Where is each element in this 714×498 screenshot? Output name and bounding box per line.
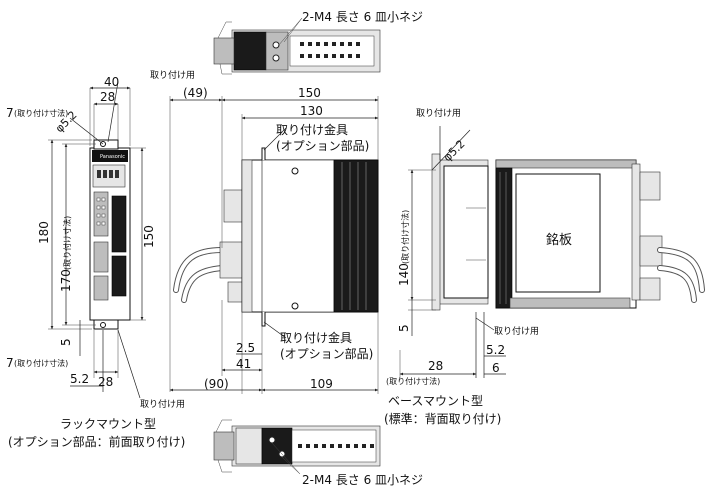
- rack-dim-5-2: 5.2: [70, 372, 89, 386]
- side-dim-90: (90): [204, 377, 229, 391]
- rack-dim-180: 180: [37, 221, 51, 244]
- brand-plate: [92, 150, 128, 162]
- rack-mount-subtitle: (オプション部品：前面取り付け): [8, 434, 185, 449]
- brand-label: Panasonic: [100, 154, 125, 160]
- rack-dim-28-bottom: 28: [98, 375, 113, 389]
- base-mount-back-view: [495, 159, 705, 309]
- side-bracket-bottom-1: 取り付け金具: [280, 330, 352, 345]
- rack-mount-front-view: [89, 139, 131, 330]
- rack-dim-5: 5: [59, 338, 73, 346]
- base-mount-subtitle: (標準：背面取り付け): [384, 411, 501, 426]
- side-dim-2-5: 2.5: [236, 341, 255, 355]
- side-view: [173, 147, 379, 327]
- side-dim-49: (49): [183, 86, 208, 100]
- rack-mount-title: ラックマウント型: [60, 417, 156, 431]
- top-view: [213, 17, 381, 75]
- rack-dim-7-bottom-note: (取り付け寸法): [14, 358, 68, 368]
- base-dim-28: 28: [428, 359, 443, 373]
- base-dim-5-2: 5.2: [486, 343, 505, 357]
- base-mount-label-bottom: 取り付け用: [494, 326, 539, 337]
- rack-dim-170: 170: [59, 269, 73, 292]
- base-mount-side-view: [431, 153, 489, 311]
- rack-dim-40: 40: [104, 75, 119, 89]
- bottom-view: [213, 419, 381, 475]
- side-bracket-bottom-2: (オプション部品): [280, 346, 373, 361]
- bottom-screw-callout: 2-M4 長さ 6 皿小ネジ: [302, 473, 423, 487]
- rack-dim-28-top: 28: [100, 90, 115, 104]
- rack-mount-label-top: 取り付け用: [150, 70, 195, 81]
- rack-mount-label-bottom: 取り付け用: [140, 399, 185, 410]
- side-dim-130: 130: [300, 104, 323, 118]
- side-bracket-top-1: 取り付け金具: [276, 122, 348, 137]
- base-dim-140: 140: [397, 263, 411, 286]
- base-dim-5: 5: [397, 324, 411, 332]
- rack-dim-150: 150: [142, 225, 156, 248]
- base-dim-140-note: (取り付け寸法): [400, 210, 410, 264]
- side-dim-109: 109: [310, 377, 333, 391]
- rack-dim-7-top-note: (取り付け寸法): [14, 108, 68, 118]
- base-mount-label-top: 取り付け用: [416, 108, 461, 119]
- rack-dim-170-note: (取り付け寸法): [62, 216, 72, 270]
- rack-dim-7-top: 7: [6, 106, 14, 120]
- side-dim-150: 150: [298, 86, 321, 100]
- base-dim-6: 6: [492, 361, 500, 375]
- side-bracket-top-2: (オプション部品): [276, 138, 369, 153]
- base-dim-28-note: (取り付け寸法): [386, 376, 440, 386]
- rack-dim-7-bottom: 7: [6, 356, 14, 370]
- side-dim-41: 41: [236, 357, 251, 371]
- top-screw-callout: 2-M4 長さ 6 皿小ネジ: [302, 10, 423, 24]
- base-mount-title: ベースマウント型: [388, 394, 483, 408]
- nameplate-label: 銘板: [546, 233, 572, 248]
- side-dimension-lines: [169, 96, 379, 394]
- rack-dimension-lines: [48, 81, 146, 399]
- base-dimension-lines: [399, 126, 506, 378]
